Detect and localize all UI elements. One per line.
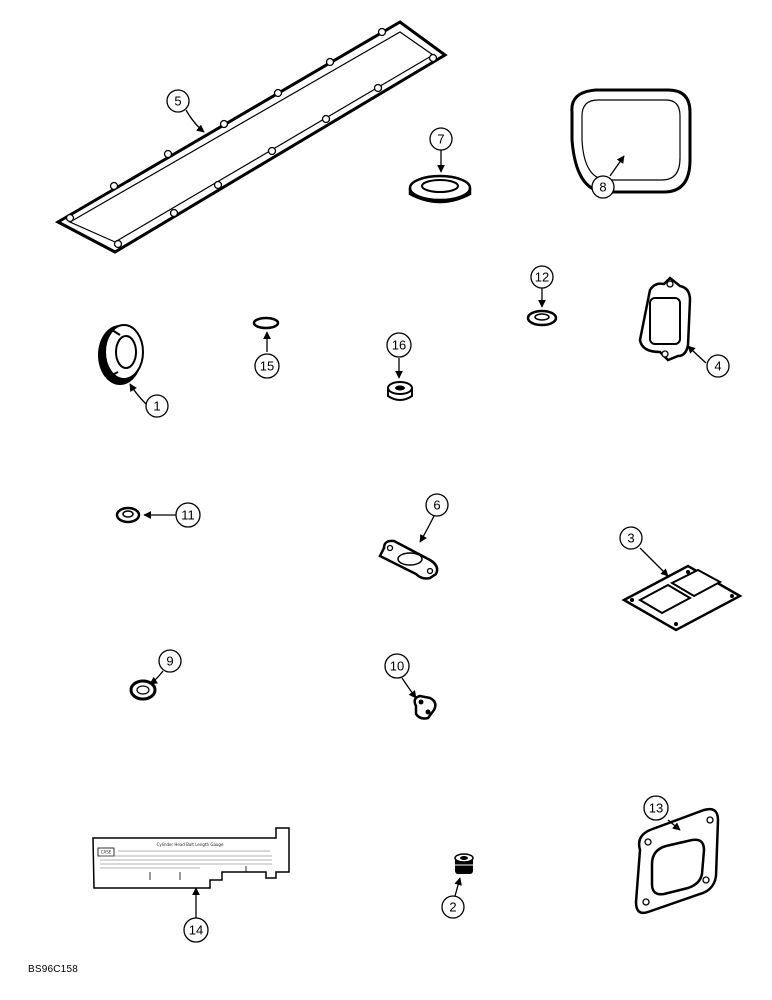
- leader-3: [639, 547, 669, 577]
- callout-16: 16: [386, 332, 412, 358]
- svg-text:16: 16: [392, 338, 406, 353]
- callout-3: 3: [619, 526, 643, 550]
- svg-text:6: 6: [433, 498, 440, 513]
- callout-1: 1: [145, 394, 169, 418]
- part-16-plug: [387, 381, 413, 401]
- callout-4: 4: [706, 354, 730, 378]
- callout-7: 7: [429, 127, 453, 151]
- callouts: 5 7 8 12 4 1 15 16: [145, 89, 730, 943]
- leader-9: [149, 670, 164, 685]
- svg-text:9: 9: [166, 654, 173, 669]
- svg-text:11: 11: [181, 508, 195, 523]
- svg-text:13: 13: [649, 801, 663, 816]
- callout-10: 10: [384, 653, 410, 679]
- callout-5: 5: [166, 89, 190, 113]
- part-11-seal: [115, 506, 141, 524]
- part-10-small-gasket: [413, 694, 437, 720]
- leader-8: [609, 155, 625, 177]
- callout-6: 6: [425, 493, 449, 517]
- part-8-cover-gasket: [570, 88, 692, 194]
- svg-text:14: 14: [189, 923, 203, 938]
- leader-2: [454, 877, 462, 897]
- part-1-seal: [98, 324, 144, 385]
- callout-12: 12: [530, 265, 554, 289]
- leader-13: [667, 819, 681, 831]
- part-12-seal: [526, 309, 558, 327]
- leader-4: [687, 345, 707, 364]
- part-7-seal: [408, 174, 472, 204]
- part-15-o-ring: [252, 316, 280, 330]
- svg-text:12: 12: [535, 270, 549, 285]
- callout-2: 2: [441, 895, 465, 919]
- gauge-logo: CASE: [101, 850, 112, 855]
- part-9-o-ring: [129, 679, 157, 701]
- svg-text:7: 7: [437, 132, 444, 147]
- gauge-heading: Cylinder Head Bolt Length Gauge: [157, 842, 224, 847]
- callout-13: 13: [643, 795, 669, 821]
- callout-8: 8: [591, 175, 615, 199]
- callout-14: 14: [183, 917, 209, 943]
- svg-text:8: 8: [599, 180, 606, 195]
- part-4-manifold-gasket: [638, 276, 692, 362]
- part-13-flange-gasket: [634, 807, 720, 915]
- leader-1: [129, 383, 147, 405]
- figure-id: BS96C158: [28, 964, 78, 975]
- svg-text:5: 5: [174, 94, 181, 109]
- part-6-flange-gasket: [378, 539, 439, 580]
- svg-text:15: 15: [260, 359, 274, 374]
- svg-text:2: 2: [449, 900, 456, 915]
- callout-15: 15: [254, 353, 280, 379]
- part-3-double-port-gasket: [621, 564, 743, 632]
- leader-10: [401, 677, 417, 699]
- leader-5: [185, 109, 205, 133]
- svg-text:4: 4: [714, 359, 721, 374]
- callout-11: 11: [175, 502, 201, 528]
- svg-text:3: 3: [627, 531, 634, 546]
- leader-lines: [129, 109, 707, 919]
- part-14-bolt-length-gauge: CASE Cylinder Head Bolt Length Gauge: [92, 827, 290, 889]
- part-2-plug: [454, 853, 474, 874]
- svg-text:1: 1: [153, 399, 160, 414]
- part-5-rocker-cover-gasket: [54, 20, 448, 254]
- callout-9: 9: [158, 649, 182, 673]
- leader-6: [419, 515, 435, 543]
- svg-text:10: 10: [390, 659, 404, 674]
